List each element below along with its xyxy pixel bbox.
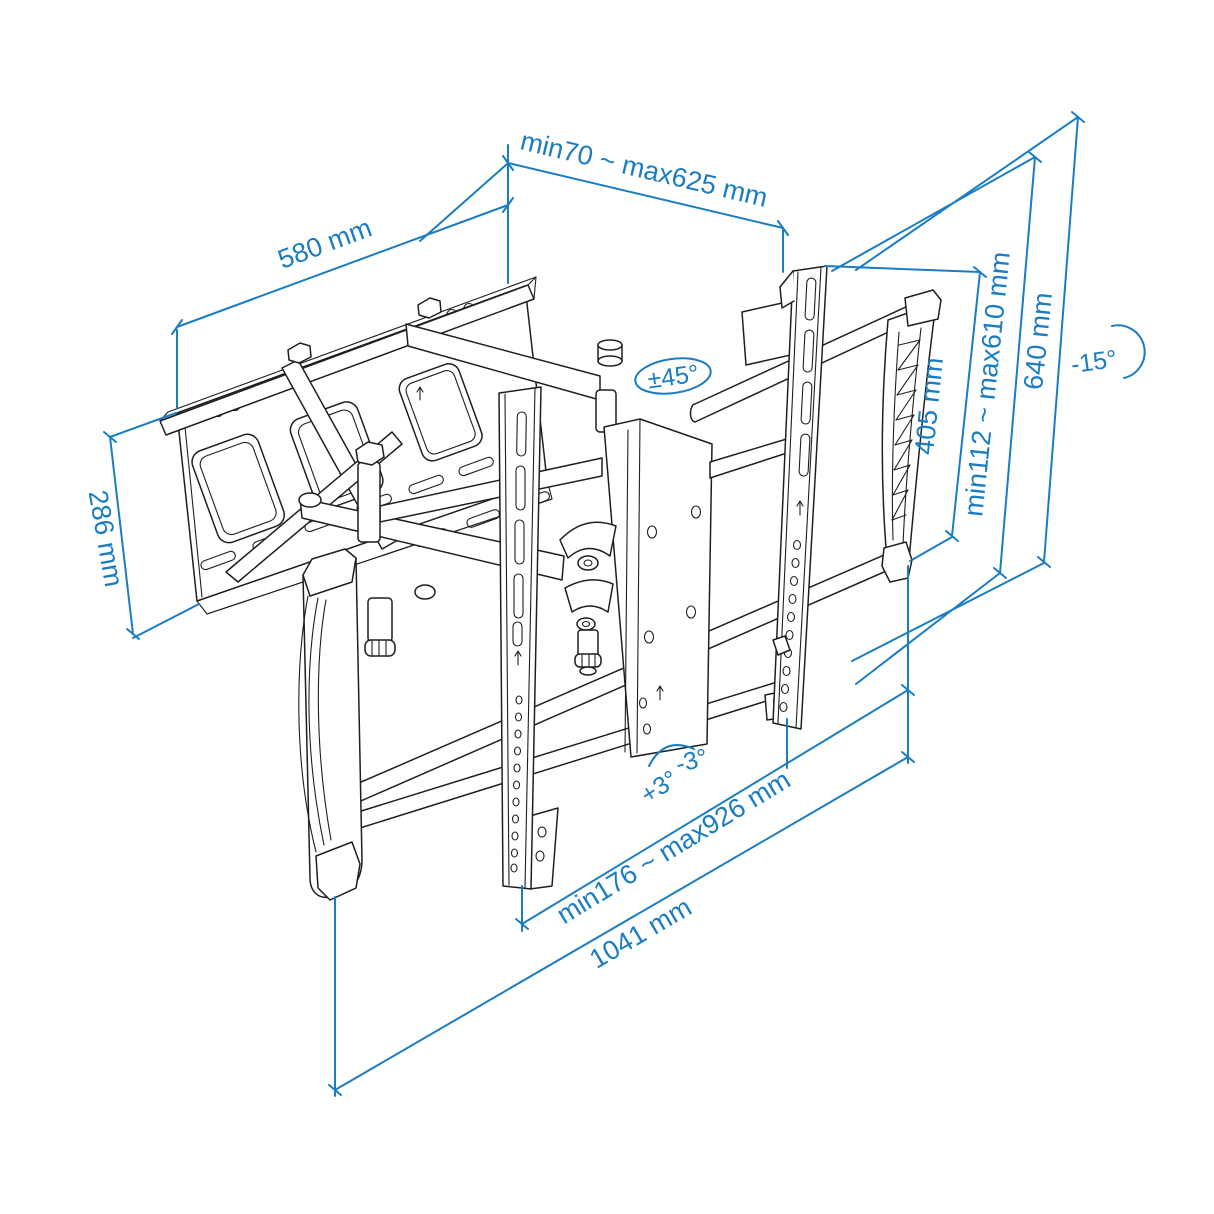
dim-swivel-range: ±45° — [634, 357, 712, 395]
strip-top-hook — [904, 289, 942, 327]
center-carriage — [603, 418, 801, 758]
right-vesa-rail — [772, 265, 828, 730]
up-arrow-marker — [416, 386, 424, 401]
hex-bolt-icon — [355, 441, 385, 466]
left-tv-strip — [298, 548, 363, 901]
dim-extension-depth: min70 ~ max625 mm — [419, 126, 789, 273]
rail-hole-column — [779, 539, 802, 713]
arm-posts — [287, 297, 442, 657]
plate-window-1 — [191, 433, 286, 544]
upper-arm — [405, 323, 623, 433]
pivot-knob-icon — [597, 339, 623, 367]
knurled-knob-icon — [574, 653, 602, 668]
dim-total-height: 640 mm — [851, 111, 1085, 662]
rail-hole-column — [510, 695, 523, 873]
dim-label-total-height: 640 mm — [1018, 291, 1058, 391]
hex-bolt-icon — [287, 342, 312, 364]
tilt-arc-icon — [1111, 324, 1146, 379]
wall-plate — [176, 285, 553, 615]
dim-bracket-width-range: min176 ~ max926 mm — [515, 684, 915, 932]
level-arc-icon — [648, 744, 695, 767]
knurled-knob-icon — [364, 639, 396, 657]
dim-label-wall-plate-width: 580 mm — [274, 212, 376, 274]
swivel-hinge — [559, 521, 617, 676]
up-arrow-marker — [514, 650, 522, 666]
dimension-annotations: 580 mm min70 ~ max625 mm 286 mm ±45° — [83, 111, 1146, 1097]
strip-top-cap — [302, 557, 357, 597]
dim-label-extension-depth: min70 ~ max625 mm — [518, 126, 771, 213]
mount-artwork — [159, 265, 942, 901]
right-tv-strip — [881, 289, 942, 583]
up-arrow-marker — [656, 685, 664, 701]
hex-bolt-icon — [417, 297, 442, 319]
up-arrow-marker — [796, 500, 804, 516]
dim-label-level-plus: +3° — [636, 765, 684, 809]
ladder-pattern — [891, 339, 921, 521]
tube-notch — [772, 635, 791, 656]
rail-top-flange — [779, 270, 795, 309]
dim-tilt-angle: -15° — [1069, 324, 1146, 379]
left-vesa-rail — [416, 386, 559, 890]
strip-foot — [315, 841, 361, 901]
dim-label-tilt-angle: -15° — [1069, 345, 1119, 379]
swivel-oval-icon — [634, 357, 712, 395]
